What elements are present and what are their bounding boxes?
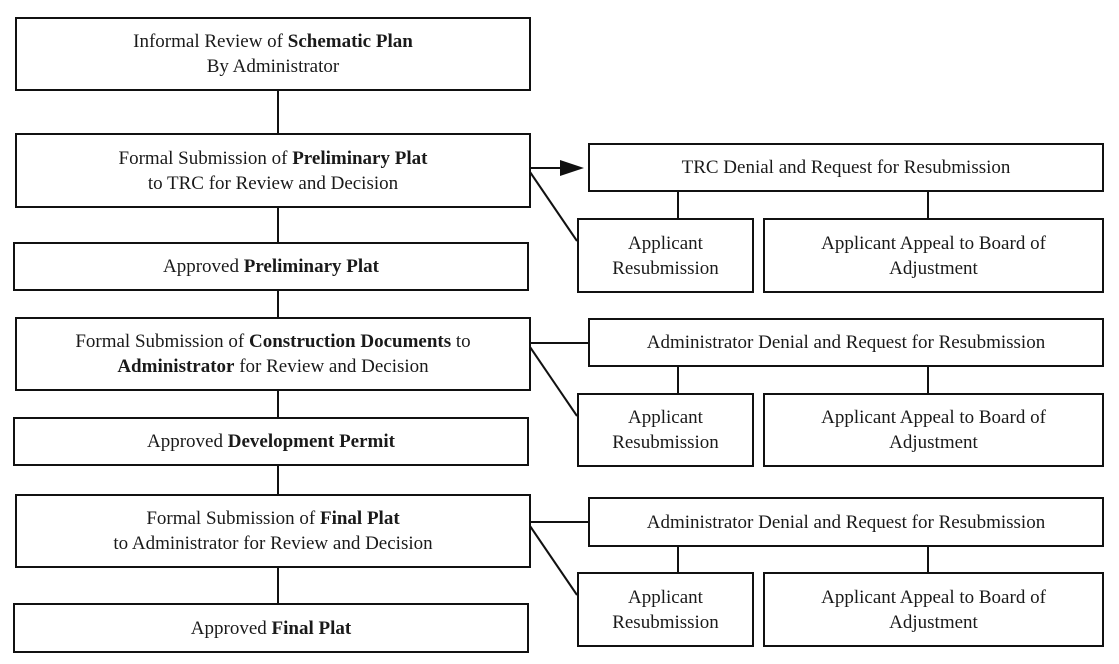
- schematic-label-line2: By Administrator: [206, 56, 340, 77]
- permit-prefix: Approved: [147, 431, 228, 452]
- final-submit-emphasis: Final Plat: [319, 508, 400, 529]
- admin-denial-2-label: Administrator Denial and Request for Res…: [646, 332, 1046, 353]
- resubmission-2-line2: Resubmission: [612, 432, 719, 453]
- prelim-submit-line2: to TRC for Review and Decision: [147, 172, 399, 194]
- prelim-approved-emphasis: Preliminary Plat: [243, 256, 379, 277]
- applicant-appeal-box-3: Applicant Appeal to Board of Adjustment: [763, 572, 1104, 647]
- connector-construction-to-resubmission-2: [529, 346, 578, 417]
- final-approved-emphasis: Final Plat: [271, 617, 352, 639]
- permit-emphasis: Development Permit: [227, 431, 395, 452]
- schematic-label-emphasis: Schematic Plan: [287, 31, 413, 52]
- trc-denial-box: TRC Denial and Request for Resubmission: [588, 143, 1104, 192]
- applicant-appeal-box-2: Applicant Appeal to Board of Adjustment: [763, 393, 1104, 467]
- prelim-submit-emphasis: Preliminary Plat: [292, 147, 428, 169]
- trc-denial-label: TRC Denial and Request for Resubmission: [681, 157, 1011, 178]
- construction-documents-submission-box: Formal Submission of Construction Docume…: [15, 317, 531, 391]
- applicant-appeal-box-1: Applicant Appeal to Board of Adjustment: [763, 218, 1104, 293]
- appeal-1-line1: Applicant Appeal to Board of: [821, 232, 1046, 254]
- appeal-3-line2: Adjustment: [889, 611, 978, 633]
- resubmission-1-line1: Applicant: [628, 232, 703, 254]
- resubmission-3-line2: Resubmission: [612, 611, 719, 633]
- admin-denial-3-label: Administrator Denial and Request for Res…: [646, 511, 1046, 533]
- prelim-submit-prefix: Formal Submission of: [118, 147, 293, 169]
- resubmission-2-line1: Applicant: [628, 407, 703, 428]
- construction-admin-emphasis: Administrator: [117, 356, 235, 377]
- approved-final-plat-box: Approved Final Plat: [13, 603, 529, 653]
- admin-denial-box-3: Administrator Denial and Request for Res…: [588, 497, 1104, 547]
- approved-preliminary-plat-box: Approved Preliminary Plat: [13, 242, 529, 291]
- final-submit-line2: to Administrator for Review and Decision: [113, 533, 433, 554]
- approved-development-permit-box: Approved Development Permit: [13, 417, 529, 466]
- final-plat-submission-box: Formal Submission of Final Plat to Admin…: [15, 494, 531, 568]
- resubmission-1-line2: Resubmission: [612, 257, 719, 279]
- appeal-2-line2: Adjustment: [889, 432, 978, 453]
- appeal-2-line1: Applicant Appeal to Board of: [821, 407, 1046, 428]
- schematic-label-prefix: Informal Review of: [133, 31, 288, 52]
- connector-final-to-resubmission-3: [529, 525, 578, 596]
- construction-line2-suffix: for Review and Decision: [234, 356, 429, 377]
- appeal-1-line2: Adjustment: [889, 257, 978, 279]
- resubmission-3-line1: Applicant: [628, 586, 703, 608]
- applicant-resubmission-box-3: Applicant Resubmission: [577, 572, 754, 647]
- applicant-resubmission-box-1: Applicant Resubmission: [577, 218, 754, 293]
- arrowhead-to-trc-denial: [560, 160, 584, 176]
- final-approved-prefix: Approved: [190, 617, 272, 639]
- construction-suffix: to: [451, 331, 471, 352]
- construction-prefix: Formal Submission of: [75, 331, 249, 352]
- preliminary-plat-submission-box: Formal Submission of Preliminary Plat to…: [15, 133, 531, 208]
- connector-prelim-to-resubmission-1: [529, 171, 578, 242]
- appeal-3-line1: Applicant Appeal to Board of: [821, 586, 1046, 608]
- final-submit-prefix: Formal Submission of: [146, 508, 320, 529]
- schematic-plan-review-box: Informal Review of Schematic Plan By Adm…: [15, 17, 531, 91]
- prelim-approved-prefix: Approved: [163, 256, 244, 277]
- admin-denial-box-2: Administrator Denial and Request for Res…: [588, 318, 1104, 367]
- applicant-resubmission-box-2: Applicant Resubmission: [577, 393, 754, 467]
- construction-emphasis: Construction Documents: [248, 331, 452, 352]
